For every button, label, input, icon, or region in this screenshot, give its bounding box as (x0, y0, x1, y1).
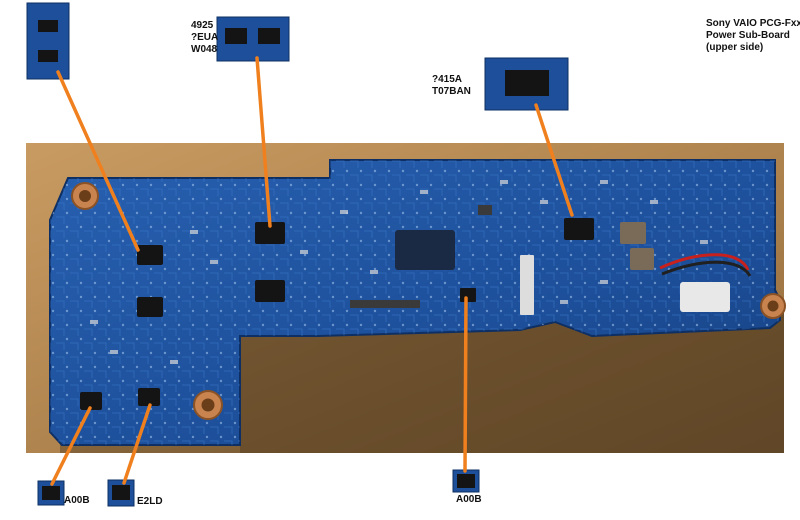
label-line: ?415A (432, 74, 463, 85)
label-line: 4925 (191, 20, 214, 31)
label-e2ld: E2LD (137, 496, 163, 507)
page-title: Sony VAIO PCG-Fxxx Power Sub-Board (uppe… (706, 18, 800, 54)
inset-chip-bottom-center (452, 469, 480, 493)
label-chip-4925: 4925 ?EUA W048 (191, 20, 218, 56)
smd-parts (90, 180, 708, 364)
wires (659, 253, 750, 271)
inset-chip-415a (484, 57, 569, 111)
title-line-3: (upper side) (706, 42, 764, 53)
inset-chip-e2ld (107, 479, 135, 507)
label-line: T07BAN (432, 86, 471, 97)
title-line-2: Power Sub-Board (706, 30, 790, 41)
board-components (80, 205, 730, 410)
pointer-lines (50, 56, 574, 486)
label-bottom-left-a00b: A00B (64, 495, 90, 506)
title-line-1: Sony VAIO PCG-Fxxx (706, 18, 800, 29)
label-line: ?EUA (191, 32, 219, 43)
board-shadow (240, 300, 784, 453)
inset-chip-4925 (216, 16, 290, 62)
label-bottom-center-a00b: A00B (456, 494, 482, 505)
inset-chip-top-left (26, 2, 70, 80)
label-chip-415a: ?415A T07BAN (432, 74, 471, 98)
label-line: W048 (191, 44, 218, 55)
